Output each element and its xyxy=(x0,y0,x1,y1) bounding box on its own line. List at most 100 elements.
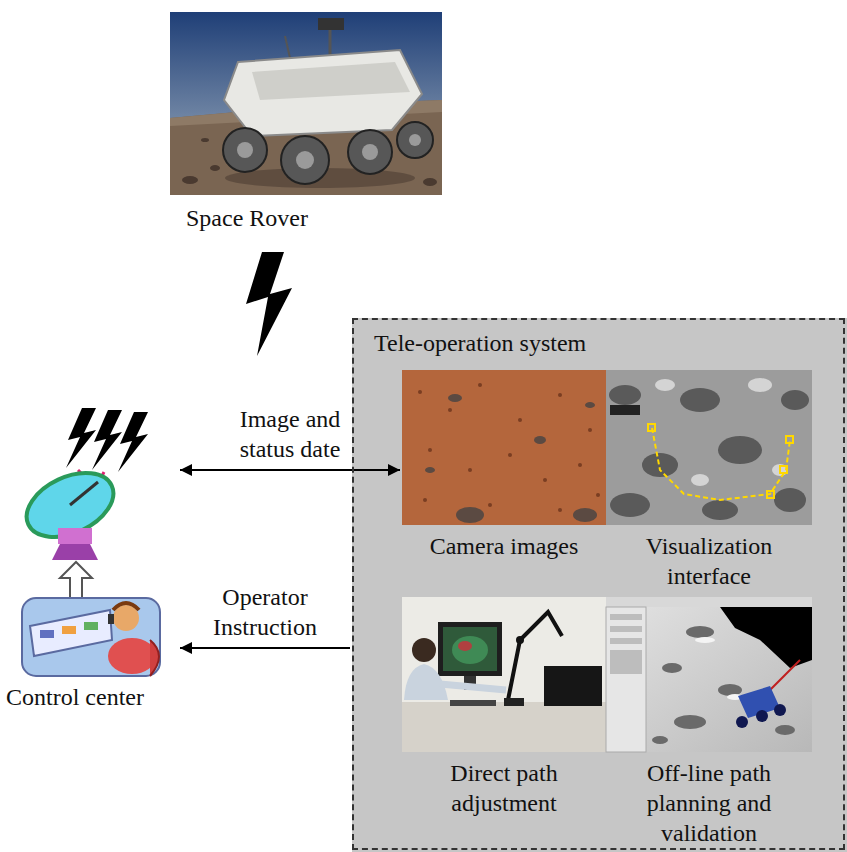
image-panel: Off-line path planning and validation xyxy=(606,597,812,852)
visualization-image xyxy=(655,378,788,486)
operator-photo xyxy=(402,597,606,752)
rover-photo xyxy=(397,122,433,158)
visualization-image xyxy=(691,474,709,486)
path-planning-screen xyxy=(695,637,715,643)
path-planning-screen xyxy=(606,597,812,752)
camera-image xyxy=(573,508,597,522)
visualization-image xyxy=(609,385,809,520)
control-center-clipart xyxy=(40,630,54,638)
path-planning-screen xyxy=(610,626,642,632)
visualization-image xyxy=(606,370,812,525)
path-planning-screen xyxy=(774,704,786,716)
camera-image xyxy=(423,498,427,502)
operator-photo xyxy=(544,666,602,706)
node-caption: Off-line path planning and validation xyxy=(606,758,812,848)
path-planning-screen xyxy=(610,614,642,674)
rover-photo xyxy=(252,62,410,100)
camera-image xyxy=(428,448,432,452)
control-center-clipart xyxy=(30,610,112,656)
path-planning-screen xyxy=(720,607,812,668)
control-center-clipart xyxy=(92,410,122,470)
operator-photo xyxy=(443,627,497,671)
path-planning-screen xyxy=(736,716,748,728)
arrow-connector xyxy=(180,647,350,649)
camera-image xyxy=(468,468,472,472)
visualization-image xyxy=(648,424,655,431)
operator-photo xyxy=(516,636,524,644)
camera-image xyxy=(558,508,562,512)
node-caption: Visualization interface xyxy=(606,531,812,591)
operator-photo xyxy=(402,702,606,752)
connector-label: Operator Instruction xyxy=(190,582,340,642)
rover-photo xyxy=(237,142,253,158)
rover-photo xyxy=(296,151,314,169)
rover-photo xyxy=(348,130,392,174)
operator-photo xyxy=(440,684,506,690)
group-ground xyxy=(352,318,847,852)
camera-image xyxy=(488,503,492,507)
rover-photo xyxy=(201,138,209,142)
control-center-clipart xyxy=(84,622,98,630)
visualization-image xyxy=(680,388,720,412)
visualization-image xyxy=(786,436,793,443)
visualization-image xyxy=(774,488,806,512)
visualization-image xyxy=(652,428,790,500)
control-center-clipart xyxy=(22,598,160,676)
rover-photo xyxy=(170,12,442,195)
control-center-clipart xyxy=(52,544,98,560)
rover-photo xyxy=(223,128,267,172)
control-center-clipart xyxy=(118,412,148,472)
visualization-image xyxy=(648,424,793,498)
path-planning-screen xyxy=(686,626,714,638)
control-center-clipart xyxy=(16,460,123,550)
visualization-image xyxy=(609,385,641,405)
camera-image xyxy=(543,478,547,482)
rover-photo xyxy=(329,26,332,58)
path-planning-screen xyxy=(775,725,795,735)
camera-image xyxy=(596,493,600,497)
rover-photo xyxy=(182,176,198,184)
operator-photo xyxy=(450,700,496,706)
control-center-clipart xyxy=(113,603,139,610)
camera-image xyxy=(585,402,595,408)
control-center-clipart xyxy=(66,408,96,468)
connector-label: Image and status date xyxy=(215,404,365,464)
control-center-clipart xyxy=(62,626,76,634)
visualization-image xyxy=(655,379,675,391)
node-caption: Tele-operation system xyxy=(374,328,843,358)
visualization-image xyxy=(610,405,640,415)
node-caption: Control center xyxy=(6,682,178,712)
operator-photo xyxy=(412,638,436,662)
camera-image xyxy=(518,418,522,422)
rover-photo xyxy=(170,12,442,195)
image-panel: Direct path adjustment xyxy=(402,597,606,822)
image-panel: Space Rover xyxy=(170,12,442,237)
control-center-clipart xyxy=(70,482,98,505)
path-planning-screen xyxy=(652,626,795,744)
visualization-image xyxy=(781,390,809,410)
rover-photo xyxy=(423,178,437,186)
operator-photo xyxy=(438,622,502,676)
operator-photo xyxy=(402,597,606,752)
rover-photo xyxy=(223,122,433,184)
image-panel: Visualization interface xyxy=(606,370,812,595)
visualization-image xyxy=(780,466,787,473)
camera-image xyxy=(508,453,512,457)
path-planning-screen xyxy=(652,736,668,744)
control-center-clipart xyxy=(16,408,160,676)
control-center-clipart xyxy=(58,528,92,544)
visualization-image xyxy=(642,453,678,477)
camera-image xyxy=(448,408,452,412)
visualization-image xyxy=(702,500,738,520)
arrow-connector xyxy=(180,469,400,471)
node-caption: Space Rover xyxy=(186,203,442,233)
camera-image xyxy=(448,394,462,402)
image-panel: Camera images xyxy=(402,370,606,565)
node-caption: Direct path adjustment xyxy=(402,758,606,818)
rover-photo xyxy=(318,18,344,30)
camera-image xyxy=(402,370,606,525)
path-planning-screen xyxy=(610,650,642,674)
